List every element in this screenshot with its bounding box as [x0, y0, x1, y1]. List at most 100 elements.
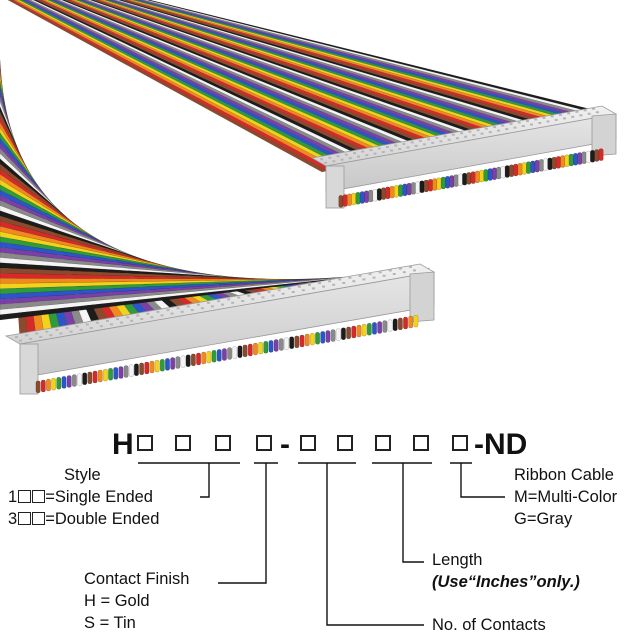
style-double-ended: 3=Double Ended: [8, 508, 159, 530]
front-connector-wire-end: [180, 355, 186, 368]
front-connector-wire-end: [253, 342, 258, 356]
front-connector-hole: [166, 309, 170, 312]
back-connector-hole: [390, 149, 393, 152]
front-connector-hole: [19, 339, 23, 342]
contacts-title: No. of Contacts: [432, 616, 546, 634]
back-connector-wire-end: [598, 148, 604, 161]
back-connector-hole: [414, 144, 418, 147]
front-connector-hole: [412, 269, 416, 272]
front-connector-hole: [99, 325, 103, 328]
front-connector-wire-end: [335, 328, 341, 341]
front-connector-hole: [217, 300, 221, 303]
front-connector-hole: [271, 294, 275, 297]
front-connector-wire-end: [123, 365, 129, 378]
front-connector-wire-end: [325, 330, 331, 343]
front-connector-hole: [200, 307, 204, 310]
front-connector-wire-end: [102, 368, 108, 382]
front-connector-wire-end: [159, 359, 165, 372]
length-box: [413, 435, 429, 451]
front-connector-wire-end: [258, 341, 264, 355]
front-connector-hole: [267, 291, 271, 294]
back-connector-hole: [386, 146, 389, 148]
front-connector-wire-end: [170, 357, 176, 370]
contacts-leader: [326, 463, 424, 626]
front-connector-hole: [39, 336, 43, 338]
front-connector-hole: [231, 301, 235, 304]
front-connector-hole: [170, 312, 174, 315]
front-connector-hole: [352, 280, 356, 283]
front-connector-wire-end: [366, 323, 372, 336]
front-connector-wire-end: [377, 321, 383, 334]
front-connector-wire-end: [273, 339, 279, 352]
front-connector-hole: [221, 303, 225, 306]
style-prefix-1: 1: [8, 488, 18, 506]
ribbon-type-box: [452, 435, 468, 451]
back-connector-hole: [542, 116, 546, 119]
front-connector-hole: [49, 334, 53, 337]
front-connector-wire-end: [247, 343, 253, 357]
ribbon-leader: [460, 463, 505, 498]
front-connector-wire-end: [154, 359, 160, 373]
placeholder-box: [18, 490, 32, 503]
front-connector-wire-end: [284, 337, 289, 350]
length-leader: [402, 463, 424, 563]
front-connector-hole: [136, 314, 140, 317]
front-connector-hole: [206, 301, 210, 304]
back-connector-hole: [493, 126, 497, 129]
front-connector-hole: [338, 278, 342, 281]
front-connector-hole: [186, 305, 190, 308]
front-connector-wire-end: [392, 318, 398, 331]
front-connector-hole: [332, 283, 336, 286]
front-connector-wire-end: [413, 314, 419, 328]
front-connector-wire-end: [315, 332, 320, 345]
back-connector-hole: [571, 115, 575, 118]
back-connector-hole: [344, 153, 348, 156]
back-connector-hole: [402, 142, 406, 145]
placeholder-box: [32, 490, 46, 503]
front-connector-hole: [378, 271, 382, 274]
front-connector-wire-end: [61, 376, 67, 389]
front-connector-wire-end: [263, 341, 269, 354]
front-connector-hole: [408, 265, 412, 268]
front-connector-hole: [55, 328, 59, 331]
back-connector-end-tab: [591, 113, 617, 157]
front-connector-wire-end: [211, 350, 217, 363]
length-box: [375, 435, 391, 451]
contacts-box: [337, 435, 353, 451]
front-connector-wire-end: [118, 366, 124, 379]
back-connector-hole: [513, 126, 517, 129]
front-connector-wire-end: [387, 319, 393, 332]
front-connector-wire-end: [304, 333, 310, 347]
style-prefix-3: 3: [8, 510, 18, 528]
back-connector-hole: [361, 150, 365, 153]
front-connector-wire-end: [87, 371, 93, 385]
front-connector-wire-end: [46, 378, 51, 392]
front-ribbon-cable: [0, 59, 431, 341]
back-connector-hole: [501, 124, 505, 127]
front-connector-hole: [307, 283, 311, 286]
front-connector-hole: [126, 316, 130, 319]
front-connector-hole: [160, 314, 164, 317]
front-connector-wire-end: [175, 356, 181, 369]
ribbon-cable-illustration: [0, 0, 618, 395]
front-connector-hole: [261, 296, 265, 299]
part-number: H - -ND: [0, 430, 640, 464]
contact-finish-gold: H = Gold: [84, 592, 150, 610]
front-connector-hole: [105, 319, 109, 322]
front-connector-hole: [196, 303, 200, 306]
front-connector-hole: [227, 298, 231, 301]
back-connector-hole: [509, 123, 513, 126]
length-title: Length: [432, 551, 483, 569]
back-connector-hole: [550, 115, 554, 118]
front-connector-hole: [25, 334, 29, 337]
style-digit-box: [175, 435, 191, 451]
front-connector-wire-end: [71, 374, 77, 387]
back-connector-hole: [381, 151, 385, 154]
front-connector-hole: [109, 323, 113, 326]
back-connector-hole: [517, 121, 521, 124]
front-connector-hole: [65, 327, 69, 330]
front-connector-hole: [328, 280, 332, 283]
back-connector-hole: [357, 155, 361, 158]
front-connector-wire-end: [320, 331, 326, 344]
